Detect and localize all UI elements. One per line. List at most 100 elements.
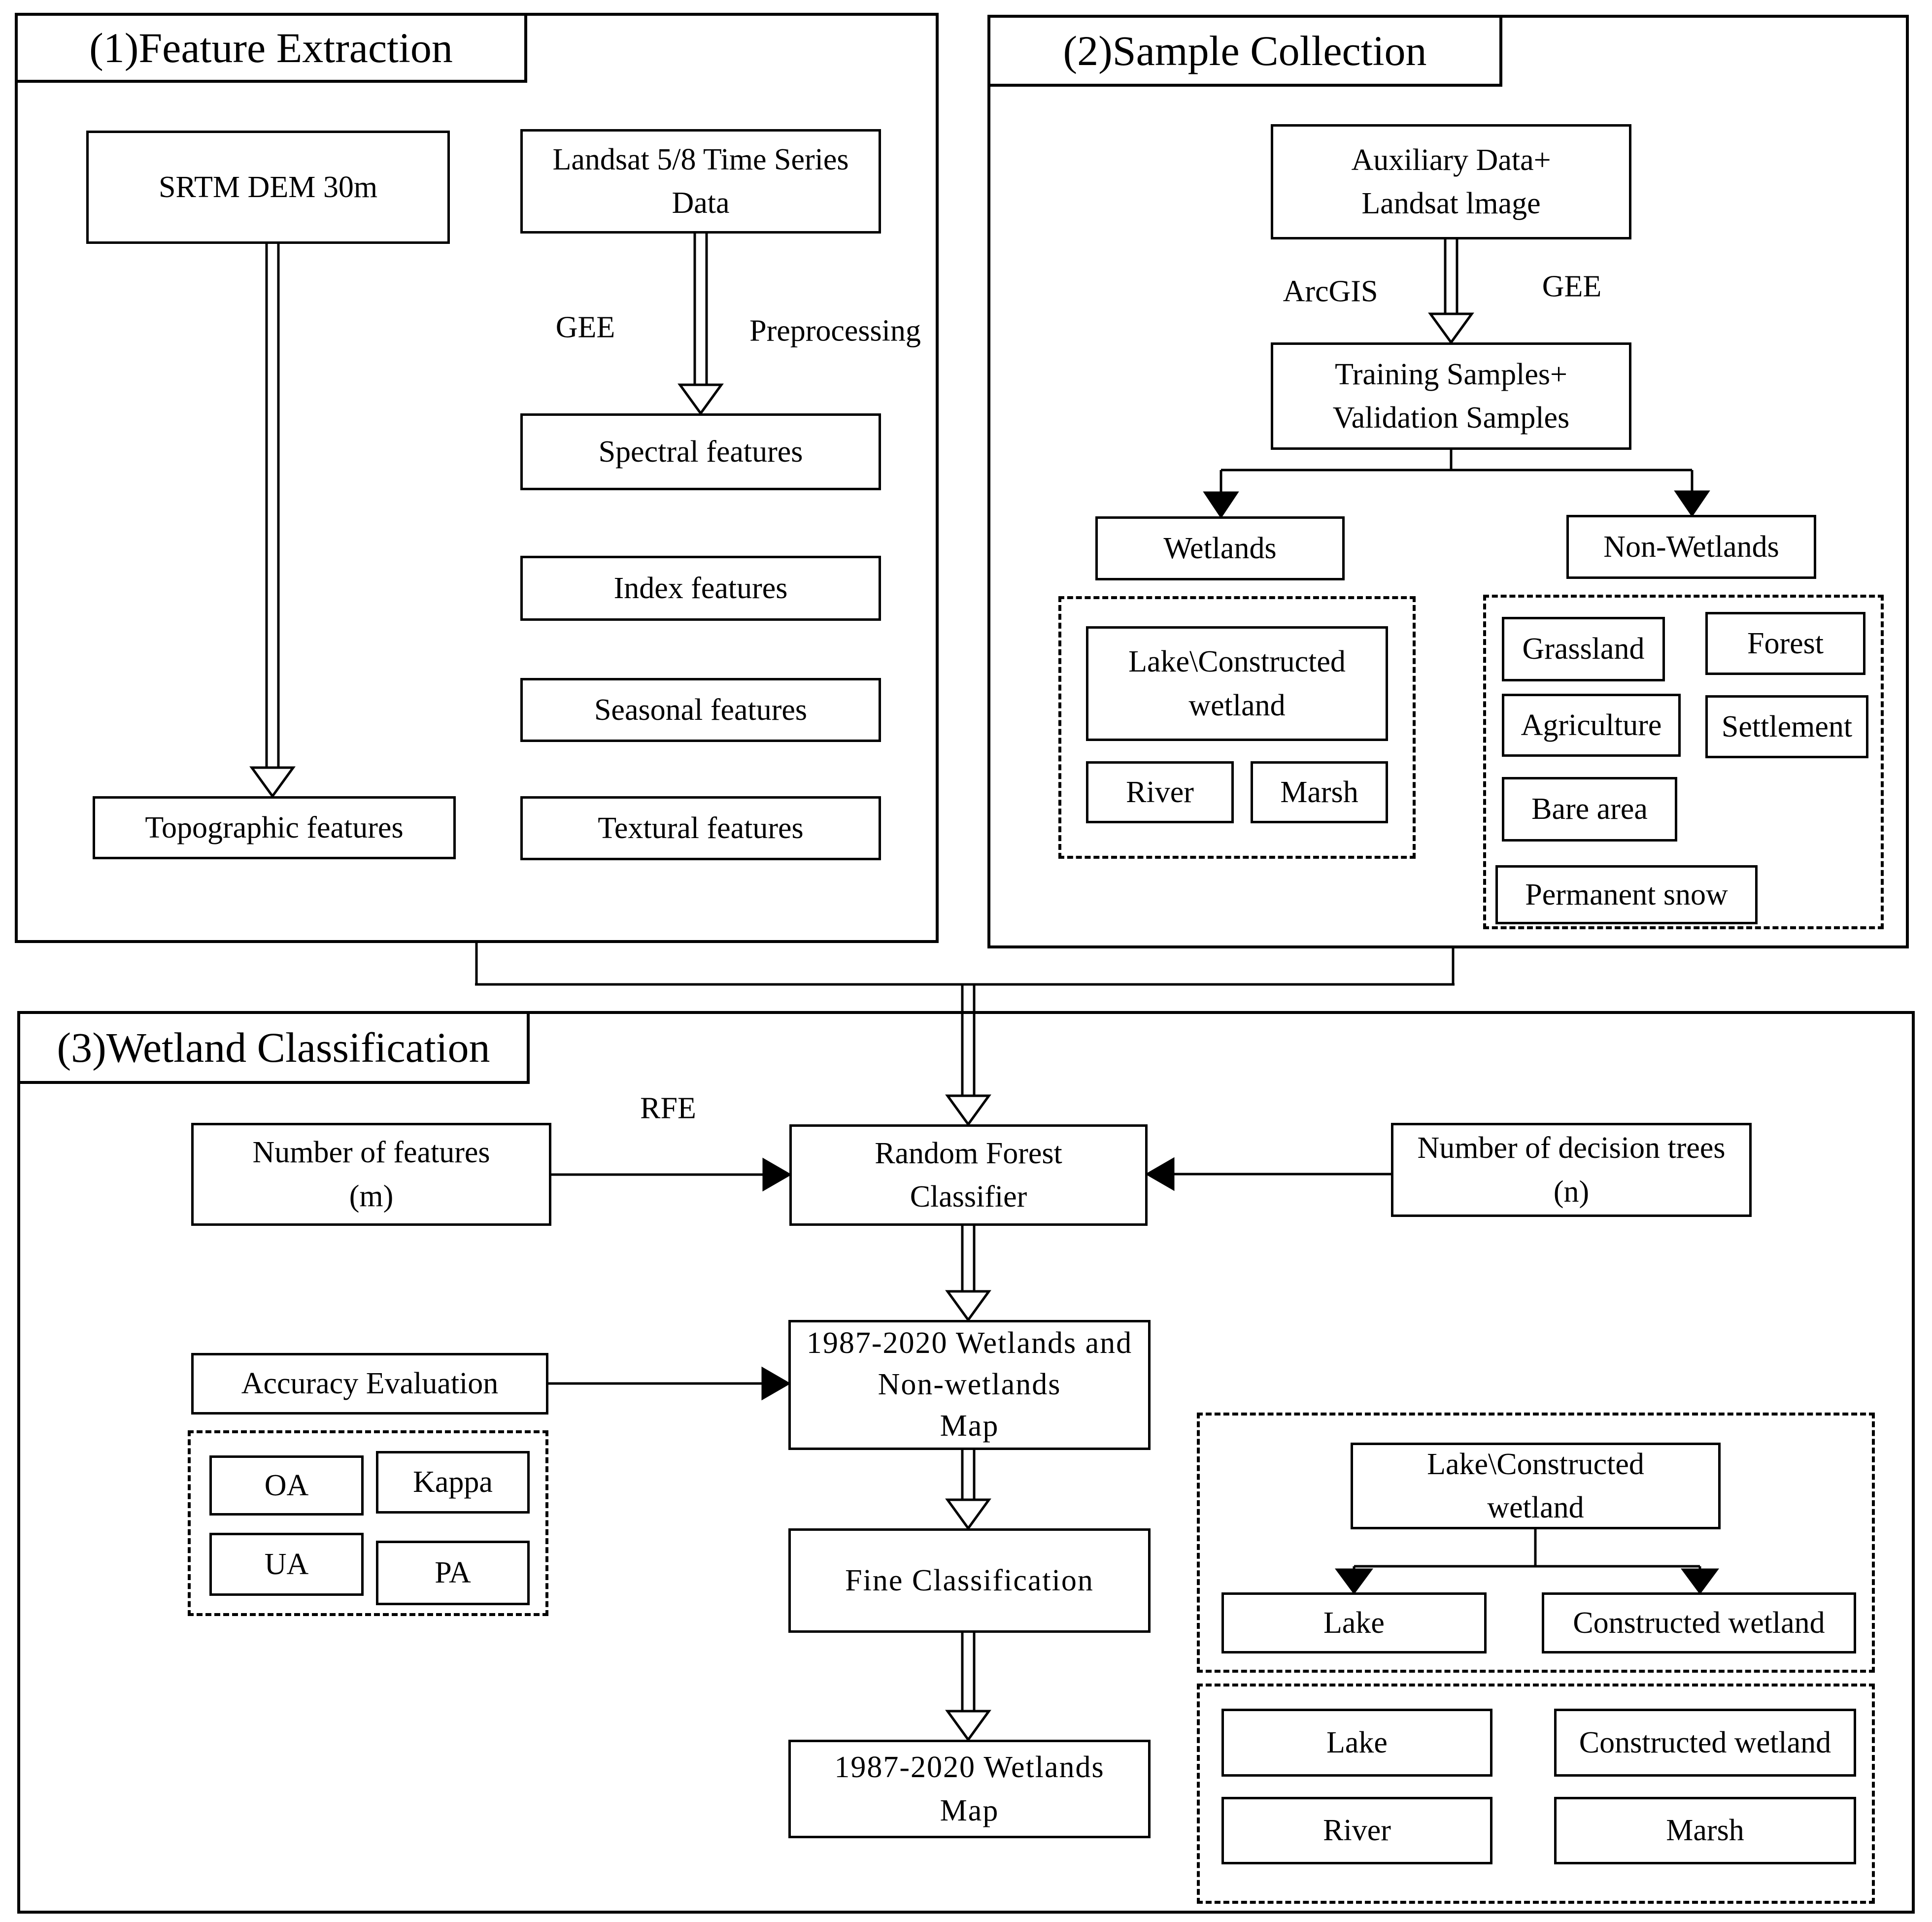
node-label-line2: (n) — [1553, 1175, 1590, 1209]
node-label-line1: Random Forest — [875, 1136, 1062, 1170]
node-label: Kappa — [413, 1465, 493, 1499]
node-label-line2: Non-wetlands — [878, 1368, 1061, 1402]
node-random-forest-classifier: Random Forest Classifier — [789, 1124, 1148, 1226]
node-landsat-time-series: Landsat 5/8 Time Series Data — [520, 129, 881, 234]
node-label: Permanent snow — [1525, 877, 1728, 911]
fine-class-split-frame — [1197, 1413, 1875, 1673]
node-label-line3: Map — [940, 1409, 999, 1443]
node-label: Lake — [1326, 1725, 1388, 1759]
arrow-auxiliary-to-training — [1428, 239, 1474, 345]
node-fine-classification: Fine Classification — [788, 1528, 1151, 1633]
node-label: Lake — [1323, 1606, 1385, 1640]
node-label-line2: Validation Samples — [1332, 401, 1570, 435]
node-index-features: Index features — [520, 556, 881, 621]
node-label-line1: Number of decision trees — [1417, 1131, 1726, 1165]
node-label: Wetlands — [1163, 531, 1277, 565]
section-title-feature-extraction: (1)Feature Extraction — [15, 13, 527, 83]
node-topographic-features: Topographic features — [93, 796, 456, 859]
edge-label-rfe: RFE — [640, 1091, 696, 1125]
node-label-line1: Lake\Constructed — [1427, 1447, 1644, 1481]
node-label-line1: Auxiliary Data+ — [1351, 143, 1551, 177]
node-wetlands: Wetlands — [1095, 516, 1345, 580]
node-accuracy-evaluation: Accuracy Evaluation — [191, 1353, 548, 1415]
node-label: Fine Classification — [845, 1563, 1094, 1597]
node-constructed-wetland-split: Constructed wetland — [1542, 1592, 1856, 1653]
merge-connector-sections-1-2 — [475, 943, 1455, 986]
node-label-line2: (m) — [349, 1179, 394, 1213]
node-label: Marsh — [1280, 775, 1358, 809]
section-title-label: (1)Feature Extraction — [89, 24, 453, 71]
edge-label-arcgis: ArcGIS — [1283, 274, 1378, 308]
edge-label-gee-2: GEE — [1542, 270, 1602, 303]
wetlands-group-frame — [1058, 596, 1416, 859]
node-label: Topographic features — [145, 810, 404, 844]
node-constructed-wetland-legend: Constructed wetland — [1554, 1709, 1856, 1777]
branch-lake-constructed-split — [1335, 1529, 1719, 1595]
section-wetland-classification-frame — [17, 1011, 1915, 1914]
node-non-wetlands: Non-Wetlands — [1566, 515, 1816, 579]
section-title-label: (2)Sample Collection — [1063, 27, 1427, 74]
node-settlement: Settlement — [1705, 695, 1868, 758]
node-seasonal-features: Seasonal features — [520, 678, 881, 742]
node-label: Index features — [613, 571, 788, 605]
node-label-line2: Classifier — [910, 1180, 1027, 1214]
node-grassland: Grassland — [1502, 617, 1665, 681]
node-label: UA — [264, 1547, 309, 1581]
arrow-fine-to-map2 — [945, 1633, 991, 1742]
accuracy-metrics-frame — [188, 1430, 548, 1616]
arrow-rfc-to-map1 — [945, 1226, 991, 1322]
node-label-line2: wetland — [1188, 688, 1286, 722]
node-auxiliary-data: Auxiliary Data+ Landsat lmage — [1271, 124, 1631, 239]
node-kappa: Kappa — [376, 1451, 530, 1514]
node-label: Forest — [1747, 626, 1824, 660]
node-forest: Forest — [1705, 612, 1865, 675]
node-label: SRTM DEM 30m — [158, 170, 378, 204]
fine-class-legend-frame — [1197, 1684, 1875, 1904]
node-label-line1: 1987-2020 Wetlands — [834, 1750, 1105, 1784]
node-label: PA — [435, 1556, 471, 1590]
node-lake-constructed-wetland-s2: Lake\Constructed wetland — [1086, 626, 1388, 741]
node-label-line2: Map — [940, 1794, 999, 1827]
node-marsh-legend: Marsh — [1554, 1797, 1856, 1864]
node-label: Accuracy Evaluation — [241, 1367, 499, 1401]
arrow-trees-to-rfc — [1145, 1157, 1391, 1191]
node-label-line2: Data — [672, 186, 730, 220]
node-lake-split: Lake — [1221, 1592, 1487, 1653]
node-lake-constructed-wetland-s3: Lake\Constructed wetland — [1351, 1443, 1721, 1529]
node-training-validation-samples: Training Samples+ Validation Samples — [1271, 342, 1631, 450]
node-label: Marsh — [1666, 1814, 1744, 1848]
node-textural-features: Textural features — [520, 796, 881, 860]
edge-label-gee-1: GEE — [555, 310, 615, 344]
node-pa: PA — [376, 1541, 530, 1605]
node-label: Spectral features — [598, 435, 803, 469]
node-marsh-s2: Marsh — [1251, 761, 1388, 823]
section-title-sample-collection: (2)Sample Collection — [987, 15, 1502, 87]
node-label: Non-Wetlands — [1603, 530, 1779, 564]
section-title-label: (3)Wetland Classification — [57, 1024, 490, 1071]
node-lake-legend: Lake — [1221, 1709, 1492, 1777]
node-label: Grassland — [1522, 632, 1645, 666]
node-river-s2: River — [1086, 761, 1234, 823]
node-bare-area: Bare area — [1502, 777, 1677, 842]
arrow-accuracy-to-map1 — [548, 1366, 791, 1401]
node-label: River — [1323, 1814, 1391, 1848]
edge-label-preprocessing: Preprocessing — [749, 314, 921, 348]
arrow-srtm-to-topographic — [249, 244, 296, 799]
arrow-map1-to-fine — [945, 1450, 991, 1531]
arrow-features-to-rfc — [551, 1157, 792, 1192]
node-label: River — [1126, 775, 1194, 809]
node-label-line1: Training Samples+ — [1335, 357, 1567, 391]
node-label: Textural features — [598, 811, 804, 845]
node-label: Constructed wetland — [1573, 1606, 1825, 1640]
non-wetlands-group-frame — [1483, 595, 1884, 929]
node-permanent-snow: Permanent snow — [1495, 865, 1758, 924]
arrow-landsat-to-spectral — [678, 234, 724, 416]
node-agriculture: Agriculture — [1502, 694, 1681, 757]
node-label: Agriculture — [1521, 708, 1662, 742]
node-label: Constructed wetland — [1579, 1725, 1831, 1759]
node-map-wetlands-nonwetlands: 1987-2020 Wetlands and Non-wetlands Map — [788, 1320, 1151, 1450]
node-label: OA — [264, 1468, 309, 1502]
node-number-of-features: Number of features (m) — [191, 1123, 551, 1226]
